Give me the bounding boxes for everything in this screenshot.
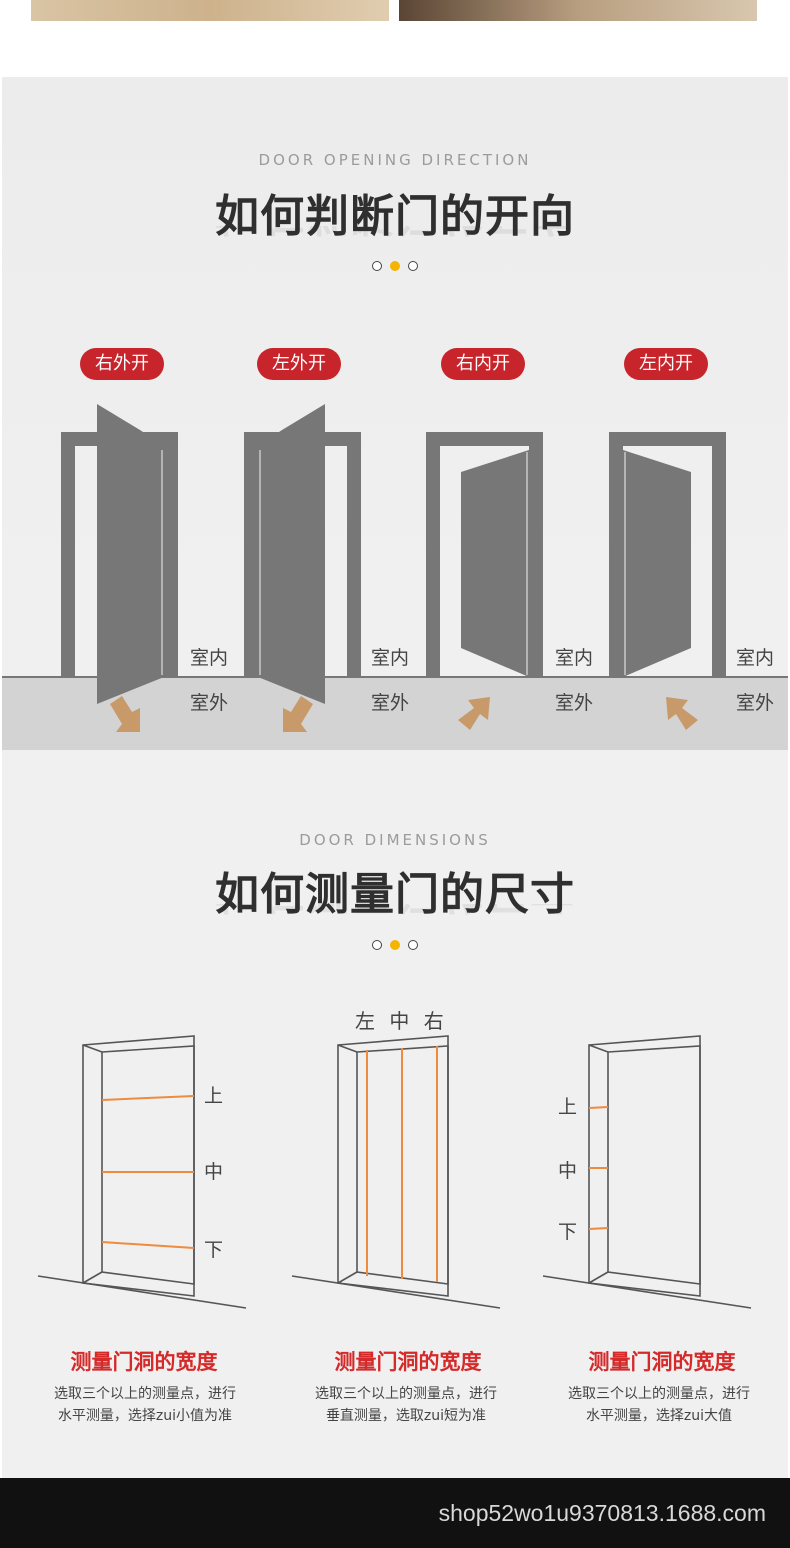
shop-url[interactable]: shop52wo1u9370813.1688.com [438,1500,766,1526]
mark-middle-3: 中 [558,1160,578,1182]
label-inside-4: 室内 [736,647,775,669]
label-outside-2: 室外 [371,692,410,714]
measure-desc-line: 选取三个以上的测量点，进行 [54,1386,236,1402]
label-outside-4: 室外 [736,692,775,714]
door-frame-4 [609,432,726,677]
footer-bar: shop52wo1u9370813.1688.com [0,1478,790,1548]
measure-desc-line: 选取三个以上的测量点，进行 [315,1386,497,1402]
measure-desc-line: 垂直测量，选取zui短为准 [325,1408,487,1424]
floor-line [2,676,788,678]
dimensions-subtitle: DOOR DIMENSIONS [299,831,491,849]
arrow-in-3 [458,697,490,730]
measure-desc-line: 水平测量，选择zui大值 [585,1408,733,1424]
dimensions-dots [370,940,420,952]
measure-desc-1: 选取三个以上的测量点，进行 水平测量，选择zui小值为准 [15,1383,275,1427]
measure-desc-2: 选取三个以上的测量点，进行 垂直测量，选取zui短为准 [276,1383,536,1427]
mark-bottom-3: 下 [558,1221,578,1243]
opening-subtitle: DOOR OPENING DIRECTION [258,151,532,169]
mark-top-1: 上 [204,1085,224,1107]
label-outside-3: 室外 [555,692,594,714]
badge-left-outward: 左外开 [257,348,341,380]
dot [408,940,418,950]
label-inside-3: 室内 [555,647,594,669]
mark-top-3: 上 [558,1096,578,1118]
measure-title-1: 测量门洞的宽度 [70,1350,218,1374]
label-outside-1: 室外 [190,692,229,714]
badge-right-inward: 右内开 [441,348,525,380]
badge-right-outward: 右外开 [80,348,164,380]
door-leaf-3 [461,450,529,677]
mark-middle-1: 中 [204,1161,224,1183]
arrow-out-1 [110,696,140,732]
dot [372,261,382,271]
door-leaf-4 [623,450,691,677]
dot [408,261,418,271]
opening-dots [370,261,420,273]
badge-left-inward: 左内开 [624,348,708,380]
door-frame-3 [426,432,543,677]
opening-title: 如何判断门的开向 [215,191,575,242]
top-photo-strip [0,0,790,22]
arrow-out-2 [283,696,313,732]
label-inside-1: 室内 [190,647,229,669]
mark-bottom-1: 下 [204,1239,224,1261]
door-frame-1 [61,432,178,677]
dimensions-panel [2,750,788,1478]
dot-active [390,261,400,271]
measure-desc-line: 选取三个以上的测量点，进行 [568,1386,750,1402]
measure-desc-line: 水平测量，选择zui小值为准 [57,1408,233,1424]
product-photo-right [399,0,757,21]
door-opening-diagrams [61,404,726,732]
product-photo-left [31,0,389,21]
door-frame-2 [244,432,361,677]
label-left-middle-right: 左 中 右 [355,1009,448,1033]
arrow-in-4 [666,697,698,730]
door-leaf-1 [97,404,164,704]
door-dimension-diagrams [37,1035,752,1309]
measure-title-2: 测量门洞的宽度 [334,1350,482,1374]
label-inside-2: 室内 [371,647,410,669]
measure-title-3: 测量门洞的宽度 [588,1350,736,1374]
measure-desc-3: 选取三个以上的测量点，进行 水平测量，选择zui大值 [529,1383,789,1427]
dot-active [390,940,400,950]
door-leaf-2 [258,404,325,704]
dot [372,940,382,950]
dimensions-title: 如何测量门的尺寸 [215,869,575,920]
